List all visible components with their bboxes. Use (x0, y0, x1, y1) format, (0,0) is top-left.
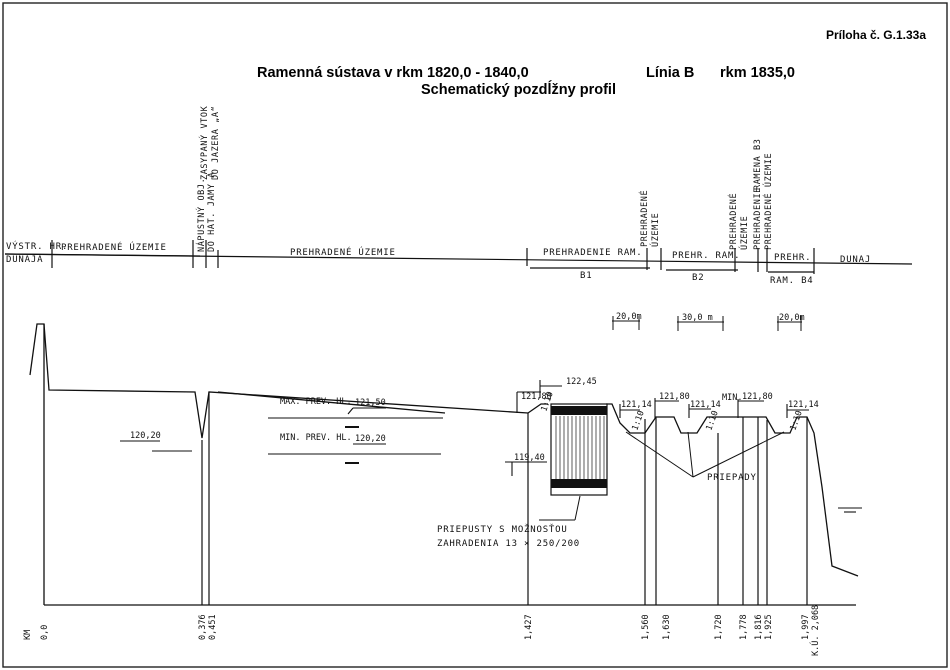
zone-label: RAM. B4 (770, 276, 814, 286)
zone-label: ÚZEMIE (649, 213, 661, 247)
km-labels: KM 0,0 0,376 0,451 1,427 1,560 1,630 1,7… (23, 605, 821, 656)
width-dimensions (612, 316, 802, 331)
level-value: 121,80 (659, 392, 690, 402)
rkm-label: rkm 1835,0 (720, 65, 795, 81)
level-markers (345, 426, 359, 464)
inlet-label: ZASYPANÝ VTOK (198, 105, 210, 180)
level-value: 121,80 (742, 392, 773, 402)
km-tick-label: K.Ú. 2,068 (809, 605, 821, 656)
zone-label: ÚZEMIE (738, 216, 750, 250)
km-prefix: KM (23, 630, 33, 640)
km-tick-label: 0,376 (198, 614, 208, 640)
drawing-title: Ramenná sústava v rkm 1820,0 - 1840,0 (257, 65, 529, 81)
km-tick-label: 1,427 (524, 614, 534, 640)
zone-label: B1 (580, 271, 592, 281)
zone-label: PREHRADENÉ ÚZEMIE (762, 153, 774, 250)
km-tick-label: 1,560 (641, 614, 651, 640)
km-tick-label: 0,0 (40, 625, 50, 640)
width-label: 20,0m (779, 313, 805, 323)
min-level-value: 120,20 (355, 434, 386, 444)
level-value: 121,14 (621, 400, 652, 410)
weir-structure (550, 403, 608, 496)
weir-top-value: 122,45 (566, 377, 597, 387)
intake-label: DO HAT. JAMY A (207, 172, 217, 252)
leader-lines (539, 431, 785, 521)
zone-label: PREHRADENÉ (638, 190, 650, 247)
km-tick-label: 1,997 (801, 614, 811, 640)
zone-label: DUNAJ (840, 255, 871, 265)
zone-label: PREHR. (774, 253, 811, 263)
level-value: 121,80 (521, 392, 552, 402)
min-text: MIN. (722, 393, 742, 403)
culvert-note: PRIEPUSTY S MOŽNOSŤOU (437, 523, 568, 535)
zone-label: PREHR. RAM. (672, 251, 740, 261)
zone-label: B2 (692, 273, 704, 283)
km-tick-label: 0,451 (208, 614, 218, 640)
slope-label: 1:10 (630, 409, 646, 432)
zone-label: VÝSTR. HR. (6, 240, 68, 252)
min-level-label: MIN. PREV. HL. (280, 433, 352, 443)
bottom-level-value: 119,40 (514, 453, 545, 463)
zone-labels: VÝSTR. HR. DUNAJA PREHRADENÉ ÚZEMIE PREH… (6, 105, 871, 286)
left-level-value: 120,20 (130, 431, 161, 441)
zone-label: PREHRADENÉ ÚZEMIE (290, 246, 396, 258)
km-tick-label: 1,925 (764, 614, 774, 640)
km-tick-label: 1,778 (739, 614, 749, 640)
km-baseline (44, 392, 856, 606)
zone-label: PREHRADENIE (753, 187, 763, 250)
max-level-label: MAX. PREV. HL. (280, 397, 352, 407)
culvert-note: ZAHRADENIA 13 × 250/200 (437, 539, 580, 549)
max-level-value: 121,50 (355, 398, 386, 408)
intake-label: NÁPUSTNÝ OBJ. (195, 178, 207, 252)
slope-label: 1:10 (788, 409, 804, 432)
zone-label: DUNAJA (6, 255, 43, 265)
zone-label: PREHRADENIE RAM. (543, 248, 643, 258)
slope-label: 1:10 (704, 409, 720, 432)
width-label: 20,0m (616, 312, 642, 322)
terrain-profile (29, 323, 859, 605)
zone-label: PREHRADENÉ ÚZEMIE (61, 241, 167, 253)
line-label: Línia B (646, 65, 695, 81)
km-tick-label: 1,816 (754, 614, 764, 640)
drawing-subtitle: Schematický pozdĺžny profil (421, 82, 616, 98)
ground-line (29, 323, 529, 439)
width-label: 30,0 m (682, 313, 713, 323)
culverts-label: PRIEPADY (707, 473, 757, 483)
inlet-label: DO JAZERA „A“ (211, 106, 221, 180)
level-value: 121,14 (788, 400, 819, 410)
km-tick-label: 1,630 (662, 614, 672, 640)
zone-label: RAMENA B3 (753, 139, 763, 190)
water-levels (120, 380, 862, 513)
level-value: 121,14 (690, 400, 721, 410)
appendix-label: Príloha č. G.1.33a (825, 28, 926, 42)
zone-strip (4, 240, 913, 274)
km-tick-label: 1,720 (714, 614, 724, 640)
zone-label: PREHRADENÉ (727, 193, 739, 250)
